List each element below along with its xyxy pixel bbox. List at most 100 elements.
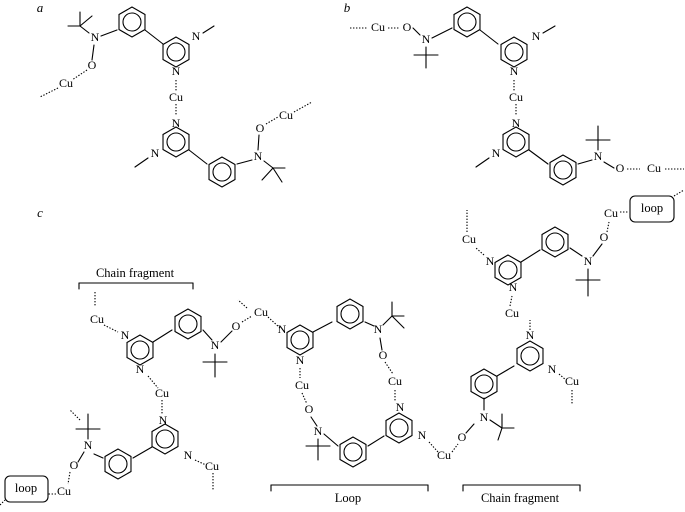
aryl-n-bond bbox=[431, 27, 453, 39]
pyrimidine-ring bbox=[502, 126, 530, 158]
aryl-n-bond bbox=[364, 321, 375, 327]
n-tbu-bond bbox=[489, 419, 503, 429]
o-n-bond bbox=[465, 423, 475, 434]
biaryl-bond bbox=[367, 435, 385, 447]
copper-label: Cu bbox=[647, 161, 661, 175]
n-o-bond bbox=[220, 330, 233, 343]
methyl-bond bbox=[79, 15, 93, 27]
pyrimidine-ring bbox=[151, 423, 179, 455]
oxygen-label: O bbox=[458, 430, 467, 444]
panel-label-c: c bbox=[37, 205, 43, 220]
coordination-bond bbox=[509, 295, 513, 307]
aromatic-circle bbox=[498, 260, 518, 280]
coordination-bond bbox=[475, 247, 485, 256]
copper-label: Cu bbox=[155, 386, 169, 400]
nitrogen-label: N bbox=[296, 353, 305, 367]
oxygen-label: O bbox=[305, 402, 314, 416]
coordination-bond bbox=[265, 116, 279, 125]
nitroxide-nitrogen-label: N bbox=[84, 438, 93, 452]
biaryl-bond bbox=[312, 321, 333, 333]
coordination-bond bbox=[293, 101, 313, 113]
n-o-bond bbox=[77, 451, 85, 463]
coordination-bond bbox=[103, 324, 119, 333]
aromatic-circle bbox=[130, 340, 150, 360]
aryl-n-bond bbox=[100, 29, 118, 37]
coordination-bond bbox=[69, 409, 81, 421]
coordination-bond bbox=[451, 443, 459, 453]
nitrogen-label: N bbox=[136, 362, 145, 376]
copper-label: Cu bbox=[388, 374, 402, 388]
methyl-bond bbox=[272, 167, 283, 183]
aromatic-circle bbox=[166, 42, 186, 62]
nitroxide-nitrogen-label: N bbox=[91, 30, 100, 44]
nitrogen-label: N bbox=[492, 146, 501, 160]
o-n-bond bbox=[412, 27, 421, 36]
copper-label: Cu bbox=[462, 232, 476, 246]
caption-loop: Loop bbox=[335, 491, 361, 505]
o-n-bond bbox=[310, 416, 318, 427]
n-o-bond bbox=[257, 134, 260, 151]
coordination-bond bbox=[301, 392, 308, 405]
aromatic-circle bbox=[553, 160, 573, 180]
aromatic-circle bbox=[474, 374, 494, 394]
aromatic-circle bbox=[155, 429, 175, 449]
copper-label: Cu bbox=[205, 459, 219, 473]
benzene-ring bbox=[174, 308, 202, 340]
copper-label: Cu bbox=[59, 76, 73, 90]
aromatic-circle bbox=[504, 42, 524, 62]
n-tbu-bond bbox=[382, 315, 393, 326]
panel-label-b: b bbox=[344, 0, 351, 15]
oxygen-label: O bbox=[256, 121, 265, 135]
benzene-ring bbox=[339, 436, 367, 468]
aromatic-circle bbox=[457, 12, 477, 32]
copper-label: Cu bbox=[279, 108, 293, 122]
biaryl-bond bbox=[528, 149, 549, 165]
nitrogen-label: N bbox=[510, 64, 519, 78]
biaryl-bond bbox=[132, 446, 153, 459]
methyl-bond bbox=[261, 167, 274, 181]
oxygen-label: O bbox=[232, 319, 241, 333]
n-tbu-bond bbox=[263, 160, 274, 169]
caption-chain-fragment-top: Chain fragment bbox=[96, 266, 175, 280]
coordination-bond bbox=[673, 189, 685, 197]
nitrogen-label: N bbox=[151, 146, 160, 160]
nitrogen-label: N bbox=[509, 280, 518, 294]
oxygen-label: O bbox=[403, 20, 412, 34]
caption-chain-fragment-bottom: Chain fragment bbox=[481, 491, 560, 505]
benzene-ring bbox=[336, 298, 364, 330]
oxygen-label: O bbox=[616, 161, 625, 175]
biaryl-bond bbox=[496, 365, 515, 377]
pyrimidine-ring bbox=[500, 36, 528, 68]
panel-label-a: a bbox=[37, 0, 44, 15]
biaryl-bond bbox=[520, 249, 541, 263]
nitroxide-nitrogen-label: N bbox=[374, 322, 383, 336]
loop-box-left-label: loop bbox=[15, 481, 37, 495]
copper-label: Cu bbox=[604, 206, 618, 220]
aromatic-circle bbox=[212, 162, 232, 182]
copper-label: Cu bbox=[254, 305, 268, 319]
pyrimidine-ring bbox=[385, 412, 413, 444]
nitroxide-nitrogen-label: N bbox=[314, 424, 323, 438]
nitroxide-nitrogen-label: N bbox=[254, 149, 263, 163]
benzene-ring bbox=[104, 448, 132, 480]
copper-label: Cu bbox=[169, 90, 183, 104]
methyl-bond bbox=[134, 157, 149, 168]
nitrogen-label: N bbox=[526, 328, 535, 342]
aromatic-circle bbox=[343, 442, 363, 462]
nitroxide-nitrogen-label: N bbox=[584, 254, 593, 268]
benzene-ring bbox=[541, 226, 569, 258]
copper-label: Cu bbox=[505, 306, 519, 320]
oxygen-label: O bbox=[88, 58, 97, 72]
coordination-bond bbox=[147, 375, 159, 389]
nitrogen-label: N bbox=[418, 428, 427, 442]
n-o-bond bbox=[603, 161, 615, 169]
copper-label: Cu bbox=[437, 448, 451, 462]
pyrimidine-ring bbox=[516, 340, 544, 372]
nitrogen-label: N bbox=[172, 116, 181, 130]
aromatic-circle bbox=[545, 232, 565, 252]
nitrogen-label: N bbox=[121, 328, 130, 342]
benzene-ring bbox=[549, 154, 577, 186]
n-o-bond bbox=[592, 243, 603, 257]
